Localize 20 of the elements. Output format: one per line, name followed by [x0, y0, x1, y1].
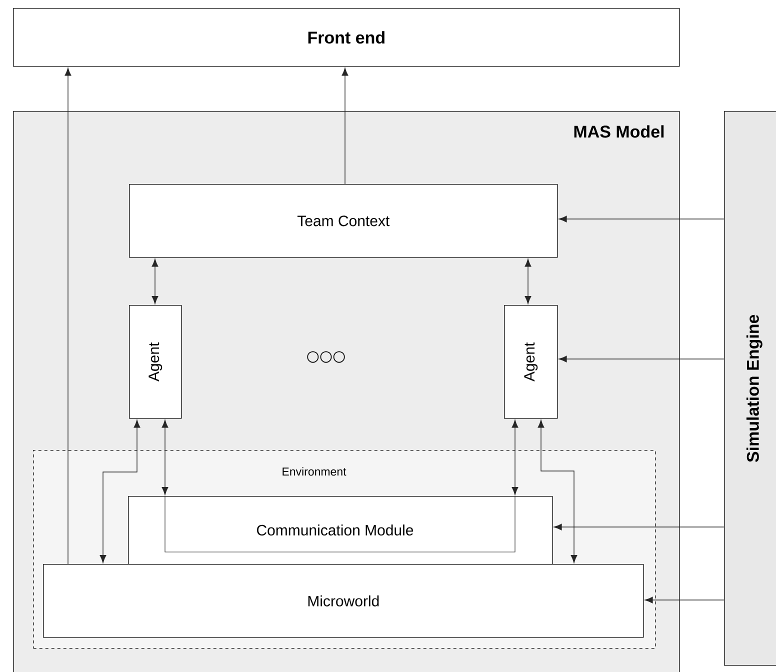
arrow	[558, 356, 724, 362]
arrow	[342, 68, 348, 184]
ellipsis-mark: ○○○	[307, 351, 345, 363]
process-box: Microworld	[43, 564, 644, 638]
arrow	[152, 258, 158, 304]
engine-panel: Simulation Engine	[724, 111, 776, 666]
front-end-box: Front end	[13, 8, 680, 67]
arrow	[162, 420, 168, 495]
arrow	[558, 216, 724, 222]
arrow	[538, 420, 578, 563]
arrow	[512, 420, 518, 495]
arrow	[100, 420, 140, 563]
process-box: Team Context	[129, 184, 558, 258]
process-box: Communication Module	[128, 496, 553, 565]
arrow	[524, 258, 532, 304]
arrow	[554, 524, 724, 530]
agent-box: Agent	[504, 305, 558, 419]
arrow	[64, 68, 72, 564]
agent-box: Agent	[129, 305, 182, 419]
arrow	[644, 596, 724, 604]
